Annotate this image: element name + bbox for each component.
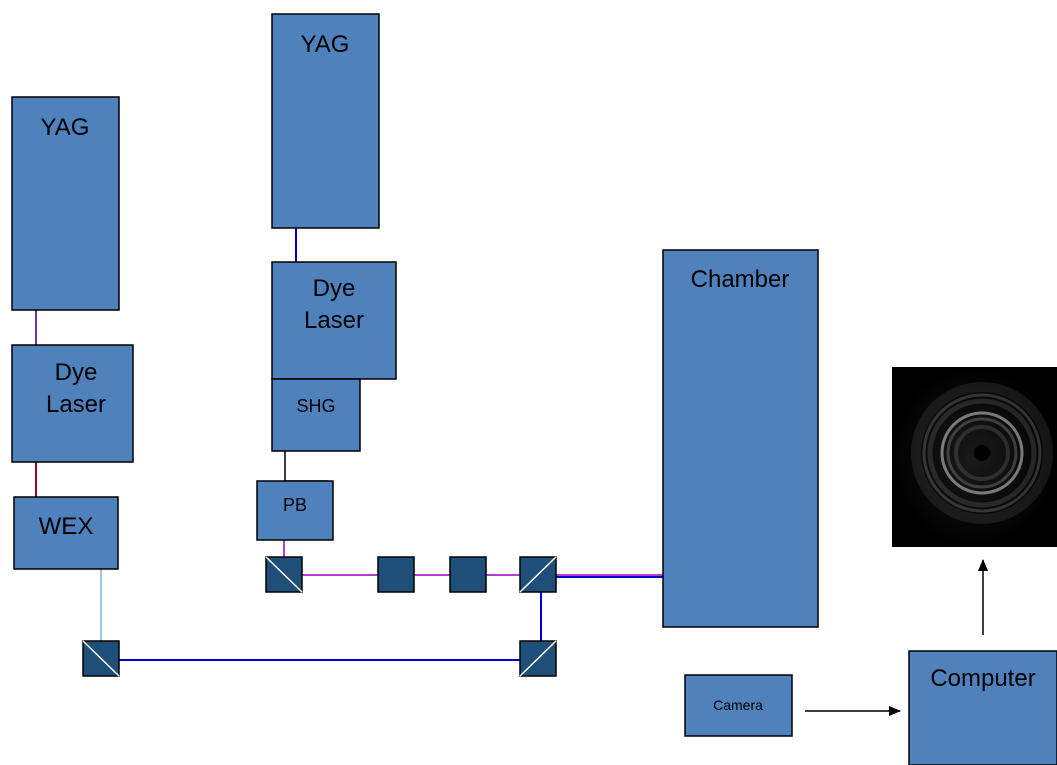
dye-laser-left: Dye Laser [12,345,133,462]
pb-label: PB [283,495,307,515]
dye-left-label-line1: Dye [55,359,98,386]
mirror-bottom-right [520,641,556,676]
dye-top-label-line1: Dye [313,275,356,302]
camera-box: Camera [685,675,792,736]
filter-1 [378,557,414,592]
pb-box: PB [257,481,333,540]
computer-box: Computer [909,651,1057,765]
yag-left-label: YAG [41,114,90,141]
yag-top-label: YAG [301,31,350,58]
wex-box: WEX [14,497,118,569]
chamber-label: Chamber [691,266,790,293]
dichroic-combiner [520,557,556,592]
dye-top-label-line2: Laser [304,307,364,334]
chamber-box: Chamber [663,250,818,627]
yag-top: YAG [272,14,379,228]
dye-left-label-line2: Laser [46,391,106,418]
camera-label: Camera [713,697,763,713]
mirror-bottom-left [83,641,119,676]
shg-label: SHG [296,396,335,416]
computer-label: Computer [930,665,1035,692]
filter-2 [450,557,486,592]
shg-box: SHG [272,379,360,451]
dye-laser-top: Dye Laser [272,262,396,379]
wex-label: WEX [39,513,94,540]
velocity-map-image-icon [892,367,1057,547]
mirror-pb-turn [266,557,302,592]
yag-left: YAG [12,97,119,310]
